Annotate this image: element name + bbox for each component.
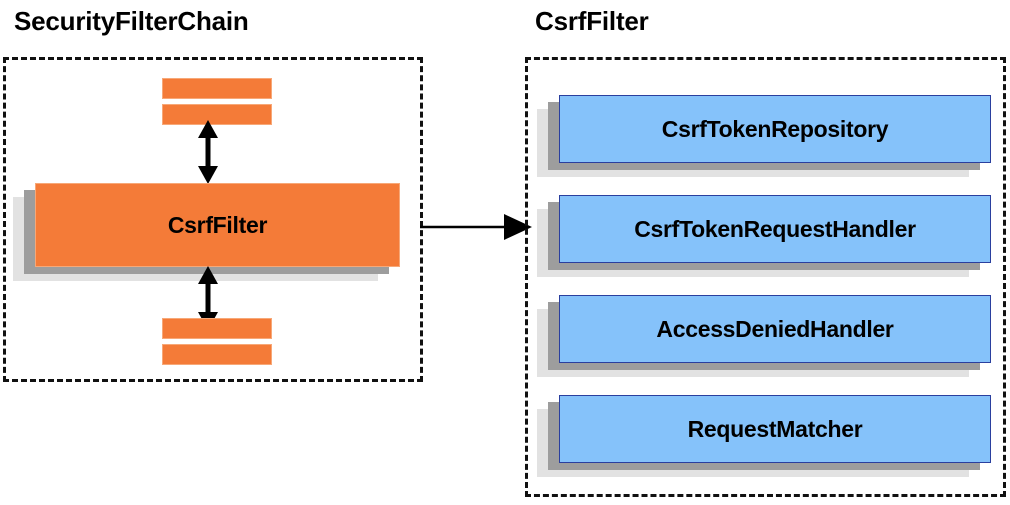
component-label: CsrfFilter <box>167 211 268 238</box>
collaborator-face[interactable]: CsrfTokenRepository <box>559 95 991 163</box>
filter-bar-below-2[interactable] <box>162 344 272 365</box>
collaborator-label: RequestMatcher <box>687 415 863 442</box>
component-csrffilter[interactable]: CsrfFilter <box>13 183 400 281</box>
panel-securityfilterchain <box>3 57 423 382</box>
collaborator-csrftokenrepository[interactable]: CsrfTokenRepository <box>537 95 991 177</box>
collaborator-face[interactable]: AccessDeniedHandler <box>559 295 991 363</box>
filter-bar-above-2[interactable] <box>162 104 272 125</box>
collaborator-label: AccessDeniedHandler <box>656 315 894 342</box>
collaborator-csrftokenrequesthandler[interactable]: CsrfTokenRequestHandler <box>537 195 991 277</box>
collaborator-requestmatcher[interactable]: RequestMatcher <box>537 395 991 477</box>
component-face[interactable]: CsrfFilter <box>35 183 400 267</box>
collaborator-face[interactable]: CsrfTokenRequestHandler <box>559 195 991 263</box>
panel-csrffilter <box>525 57 1006 497</box>
filter-bar-below-1[interactable] <box>162 318 272 339</box>
collaborator-accessdeniedhandler[interactable]: AccessDeniedHandler <box>537 295 991 377</box>
page-title-csrffilter: CsrfFilter <box>535 6 649 36</box>
collaborator-face[interactable]: RequestMatcher <box>559 395 991 463</box>
page-title-securityfilterchain: SecurityFilterChain <box>14 6 249 36</box>
filter-bar-above-1[interactable] <box>162 78 272 99</box>
collaborator-label: CsrfTokenRequestHandler <box>634 215 916 242</box>
bidirectional-arrow-up-icon <box>198 120 218 184</box>
collaborator-label: CsrfTokenRepository <box>661 115 889 142</box>
csrffilter-expansion-arrow-icon <box>420 214 532 240</box>
